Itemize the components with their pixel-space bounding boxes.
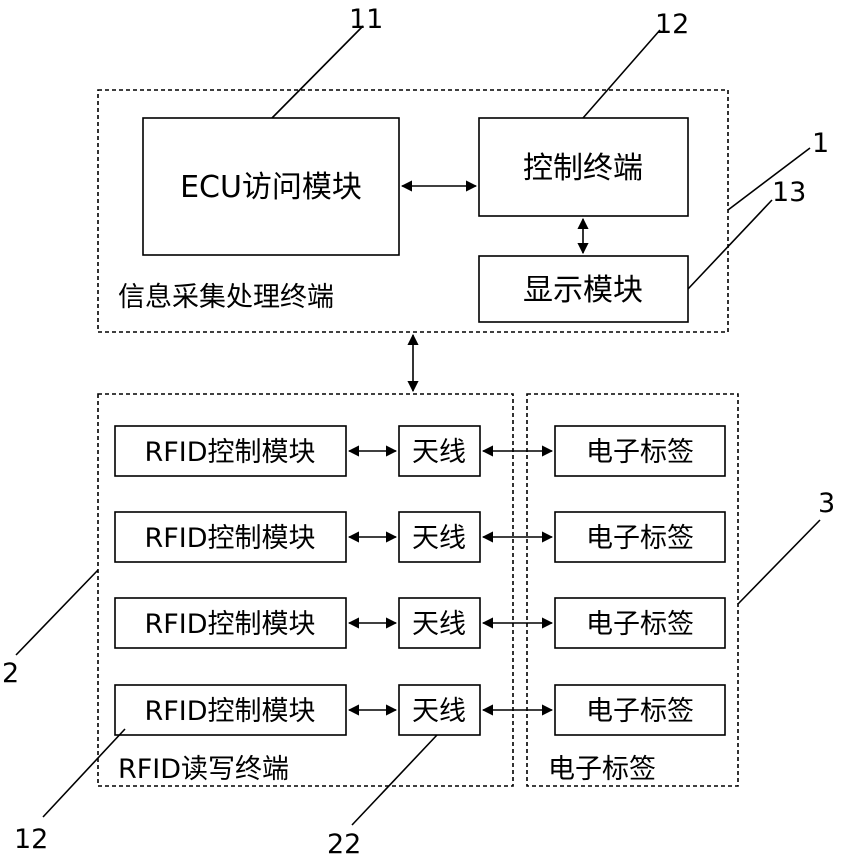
- callout-11-leader: [272, 26, 363, 118]
- info-terminal-label: 信息采集处理终端: [118, 282, 334, 313]
- rfid-control-module-label: RFID控制模块: [144, 437, 315, 468]
- antenna-label: 天线: [412, 437, 466, 468]
- callout-12-top-leader: [583, 30, 660, 118]
- callout-22-leader: [352, 735, 437, 825]
- callout-12-top: 12: [655, 9, 689, 40]
- callout-22: 22: [327, 829, 361, 859]
- callout-3: 3: [818, 488, 835, 519]
- rfid-terminal-label: RFID读写终端: [118, 754, 289, 785]
- electronic-tag-label: 电子标签: [586, 523, 694, 554]
- ecu-access-module-label: ECU访问模块: [180, 170, 362, 205]
- callout-12-bottom-leader: [43, 729, 125, 817]
- rfid-control-module-label: RFID控制模块: [144, 696, 315, 727]
- callout-2-leader: [16, 570, 98, 655]
- row-4: RFID控制模块 天线 电子标签: [115, 685, 725, 735]
- callout-2: 2: [2, 658, 19, 689]
- display-module-label: 显示模块: [523, 273, 643, 308]
- callout-3-leader: [738, 520, 820, 604]
- rfid-control-module-label: RFID控制模块: [144, 609, 315, 640]
- control-terminal-label: 控制终端: [523, 151, 643, 186]
- antenna-label: 天线: [412, 609, 466, 640]
- antenna-label: 天线: [412, 696, 466, 727]
- row-2: RFID控制模块 天线 电子标签: [115, 512, 725, 562]
- rfid-control-module-label: RFID控制模块: [144, 523, 315, 554]
- electronic-tag-label: 电子标签: [586, 437, 694, 468]
- callout-13-leader: [688, 200, 772, 289]
- electronic-tag-label: 电子标签: [586, 696, 694, 727]
- callout-13: 13: [772, 177, 806, 208]
- callout-11: 11: [349, 4, 383, 35]
- antenna-label: 天线: [412, 523, 466, 554]
- tag-group-label: 电子标签: [548, 754, 656, 785]
- row-1: RFID控制模块 天线 电子标签: [115, 426, 725, 476]
- row-3: RFID控制模块 天线 电子标签: [115, 598, 725, 648]
- callout-12-bottom: 12: [14, 824, 48, 855]
- callout-1: 1: [812, 128, 829, 159]
- electronic-tag-label: 电子标签: [586, 609, 694, 640]
